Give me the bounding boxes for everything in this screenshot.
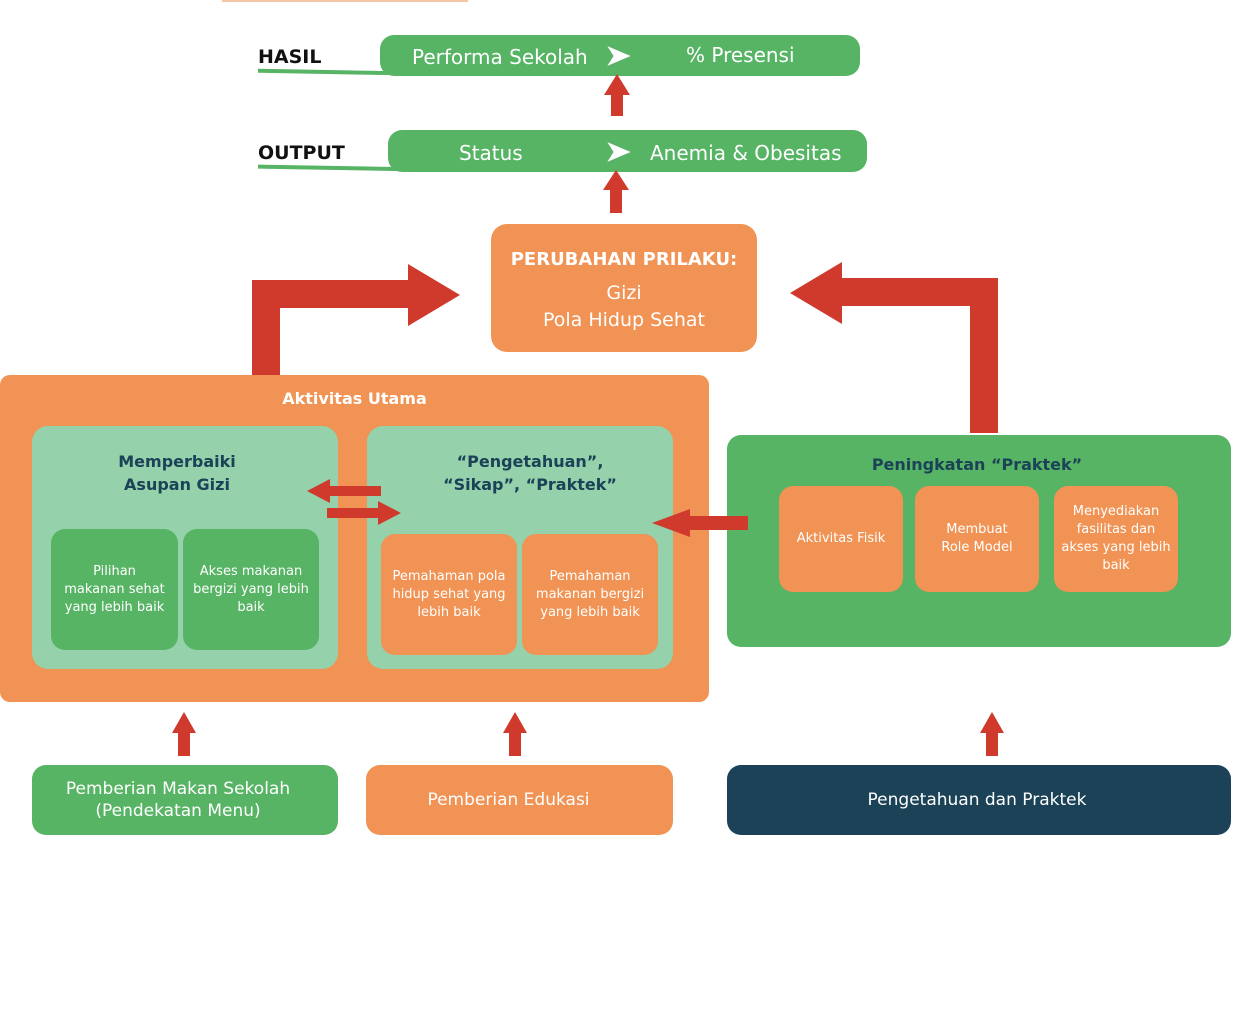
hasil-bar: Performa Sekolah % Presensi <box>380 35 860 76</box>
education-text: Pemberian Edukasi <box>427 790 590 810</box>
practice-title: Peningkatan “Praktek” <box>871 455 1083 474</box>
practice-card-3-text: Menyediakan fasilitas dan akses yang leb… <box>1061 504 1171 573</box>
knowledge-card-lifestyle: Pemahaman pola hidup sehat yang lebih ba… <box>381 534 517 655</box>
nutrition-panel-title-2: Asupan Gizi <box>124 475 230 494</box>
knowledge-card-2-text: Pemahaman makanan bergizi yang lebih bai… <box>535 568 645 620</box>
output-right-text: Anemia & Obesitas <box>650 141 842 165</box>
nutrition-card-nutritious-access: Akses makanan bergizi yang lebih baik <box>183 529 319 650</box>
behavior-title: PERUBAHAN PRILAKU: <box>510 249 738 270</box>
top-accent-line <box>222 0 468 2</box>
education-box: Pemberian Edukasi <box>366 765 673 835</box>
arrow-elbow-left <box>252 264 460 375</box>
output-left-text: Status <box>459 141 523 165</box>
nutrition-card-1-text: Pilihan makanan sehat yang lebih baik <box>64 563 165 615</box>
hasil-label: HASIL <box>258 46 322 68</box>
output-label: OUTPUT <box>258 142 345 164</box>
hasil-left-text: Performa Sekolah <box>412 45 588 69</box>
knowledge-practice-text: Pengetahuan dan Praktek <box>867 790 1087 810</box>
school-feeding-box: Pemberian Makan Sekolah (Pendekatan Menu… <box>32 765 338 835</box>
behavior-line-2: Pola Hidup Sehat <box>542 309 706 331</box>
chevron-right-icon <box>604 43 634 69</box>
behavior-change-box: PERUBAHAN PRILAKU: Gizi Pola Hidup Sehat <box>491 224 757 352</box>
practice-card-role-model: Membuat Role Model <box>915 486 1039 592</box>
practice-card-facilities: Menyediakan fasilitas dan akses yang leb… <box>1054 486 1178 592</box>
school-feeding-line-2: (Pendekatan Menu) <box>95 801 261 821</box>
nutrition-panel: Memperbaiki Asupan Gizi Pilihan makanan … <box>32 426 338 669</box>
output-bar: Status Anemia & Obesitas <box>388 130 867 172</box>
knowledge-card-1-text: Pemahaman pola hidup sehat yang lebih ba… <box>392 568 506 620</box>
practice-box: Peningkatan “Praktek” Aktivitas Fisik Me… <box>727 435 1231 647</box>
main-activity-box: Aktivitas Utama Memperbaiki Asupan Gizi … <box>0 375 709 702</box>
nutrition-card-2-text: Akses makanan bergizi yang lebih baik <box>193 563 309 615</box>
hasil-underline <box>258 68 398 76</box>
chevron-right-icon <box>604 139 634 165</box>
school-feeding-line-1: Pemberian Makan Sekolah <box>65 779 291 799</box>
practice-card-1-text: Aktivitas Fisik <box>796 531 886 546</box>
nutrition-panel-title-1: Memperbaiki <box>118 452 236 471</box>
hasil-right-text: % Presensi <box>686 43 795 67</box>
main-activity-title: Aktivitas Utama <box>282 389 427 408</box>
arrow-up-to-hasil <box>604 74 630 116</box>
practice-card-2-text: Membuat Role Model <box>941 522 1013 555</box>
knowledge-panel-title-1: “Pengetahuan”, <box>456 452 604 471</box>
behavior-line-1: Gizi <box>606 282 642 304</box>
practice-card-physical-activity: Aktivitas Fisik <box>779 486 903 592</box>
arrow-elbow-right <box>790 262 998 433</box>
nutrition-card-healthy-choices: Pilihan makanan sehat yang lebih baik <box>51 529 178 650</box>
arrow-up-feeding <box>172 712 196 756</box>
knowledge-panel: “Pengetahuan”, “Sikap”, “Praktek” Pemaha… <box>367 426 673 669</box>
knowledge-panel-title-2: “Sikap”, “Praktek” <box>443 475 617 494</box>
arrow-up-education <box>503 712 527 756</box>
knowledge-practice-box: Pengetahuan dan Praktek <box>727 765 1231 835</box>
arrow-up-to-output <box>603 170 629 213</box>
knowledge-card-nutrition: Pemahaman makanan bergizi yang lebih bai… <box>522 534 658 655</box>
arrow-up-knowledge-practice <box>980 712 1004 756</box>
